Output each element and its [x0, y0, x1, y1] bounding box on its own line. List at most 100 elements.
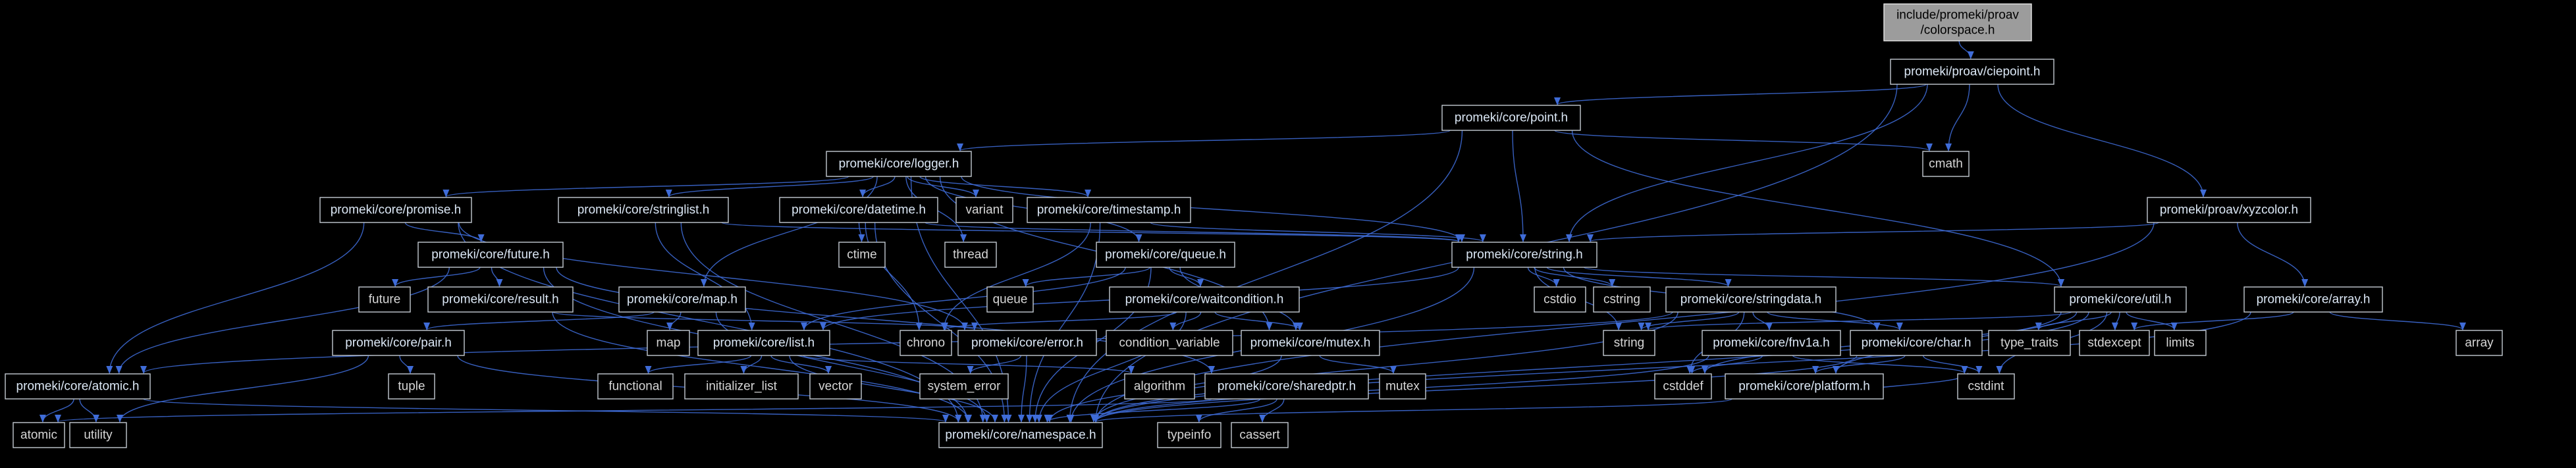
graph-node-box[interactable]: [332, 330, 465, 356]
graph-node-box[interactable]: [1109, 286, 1300, 313]
graph-node-box[interactable]: [957, 330, 1097, 356]
graph-node-box[interactable]: [558, 197, 729, 223]
graph-node-xyzcolor[interactable]: promeki/proav/xyzcolor.h: [2147, 197, 2311, 223]
graph-node-label: map: [657, 336, 681, 350]
graph-node-stringdata[interactable]: promeki/core/stringdata.h: [1665, 286, 1837, 313]
graph-node-waitcondition[interactable]: promeki/core/waitcondition.h: [1109, 286, 1300, 313]
graph-edge-point-to-utilh: [1571, 130, 2064, 287]
graph-node-utilh[interactable]: promeki/core/util.h: [2054, 286, 2187, 313]
graph-node-stringh[interactable]: promeki/core/string.h: [1451, 242, 1597, 268]
graph-node-label: stdexcept: [2087, 336, 2141, 350]
graph-node-promise[interactable]: promeki/core/promise.h: [319, 197, 472, 223]
graph-node-thread: thread: [944, 242, 997, 268]
graph-node-pairh[interactable]: promeki/core/pair.h: [332, 330, 465, 356]
graph-node-stringlist[interactable]: promeki/core/stringlist.h: [558, 197, 729, 223]
graph-node-label: chrono: [907, 336, 945, 350]
graph-edge-sharedptr-to-typeinfo: [1195, 398, 1277, 423]
graph-node-box[interactable]: [826, 151, 972, 177]
graph-node-box: [597, 373, 674, 400]
graph-node-box[interactable]: [2054, 286, 2187, 313]
graph-node-result[interactable]: promeki/core/result.h: [427, 286, 574, 313]
graph-node-box[interactable]: [417, 242, 564, 268]
graph-nodes: include/promeki/proav/colorspace.hpromek…: [5, 3, 2503, 448]
graph-node-box[interactable]: [2243, 286, 2383, 313]
graph-node-box[interactable]: [1850, 330, 1983, 356]
graph-node-label: cstdio: [1543, 293, 1576, 307]
graph-edge-stringh-to-stringdata: [1546, 267, 1732, 287]
graph-node-box: [1231, 422, 1289, 448]
graph-node-charh[interactable]: promeki/core/char.h: [1850, 330, 1983, 356]
graph-edge-sharedptr-to-namespace: [1044, 398, 1261, 423]
graph-node-box[interactable]: [1204, 373, 1369, 400]
graph-node-errorh[interactable]: promeki/core/error.h: [957, 330, 1097, 356]
graph-node-label: ctime: [847, 248, 876, 262]
graph-node-box[interactable]: [1702, 330, 1841, 356]
graph-node-label: cstring: [1603, 293, 1640, 307]
graph-node-box[interactable]: [1890, 59, 2054, 85]
graph-node-maph[interactable]: promeki/core/map.h: [618, 286, 746, 313]
graph-node-box[interactable]: [1725, 373, 1884, 400]
graph-node-logger[interactable]: promeki/core/logger.h: [826, 151, 972, 177]
graph-node-box[interactable]: [697, 330, 830, 356]
graph-edge-atomich-to-atomic: [39, 398, 74, 423]
graph-node-box[interactable]: [427, 286, 574, 313]
graph-node-futureh[interactable]: promeki/core/future.h: [417, 242, 564, 268]
graph-edge-colorspace-to-ciepoint: [1958, 40, 1974, 59]
graph-node-box[interactable]: [1241, 330, 1380, 356]
graph-edge-utilh-to-type_traits: [2035, 311, 2112, 330]
graph-node-label: cstddef: [1663, 380, 1704, 394]
graph-node-platform[interactable]: promeki/core/platform.h: [1725, 373, 1884, 400]
graph-edge-platform-to-namespace: [1092, 398, 1732, 423]
graph-edge-fnv1a-to-cstdint: [1792, 355, 1968, 374]
graph-node-box[interactable]: [1027, 197, 1191, 223]
graph-node-box[interactable]: [5, 373, 151, 400]
graph-node-box[interactable]: [1451, 242, 1597, 268]
graph-node-box[interactable]: [779, 197, 938, 223]
graph-node-box[interactable]: [319, 197, 472, 223]
graph-node-sharedptr[interactable]: promeki/core/sharedptr.h: [1204, 373, 1369, 400]
graph-node-label: array: [2465, 336, 2494, 350]
graph-node-system_error: system_error: [919, 373, 1009, 400]
graph-node-box[interactable]: [938, 422, 1103, 448]
graph-node-atomich[interactable]: promeki/core/atomic.h: [5, 373, 151, 400]
graph-edge-ciepoint-to-xyzcolor: [1997, 84, 2207, 197]
graph-node-datetime[interactable]: promeki/core/datetime.h: [779, 197, 938, 223]
graph-node-box[interactable]: [1096, 242, 1235, 268]
graph-edge-stringlist-to-listh: [655, 222, 755, 330]
graph-edge-stringdata-to-string: [1638, 311, 1740, 330]
graph-node-ciepoint[interactable]: promeki/proav/ciepoint.h: [1890, 59, 2054, 85]
graph-edge-stringh-to-cstring: [1534, 267, 1616, 287]
graph-edge-waitcondition-to-mutexh: [1214, 311, 1303, 330]
graph-node-label: string: [1614, 336, 1644, 350]
graph-node-label: promeki/core/waitcondition.h: [1125, 293, 1284, 307]
graph-node-box[interactable]: [618, 286, 746, 313]
graph-node-condition_variable: condition_variable: [1106, 330, 1233, 356]
graph-edge-futureh-to-result: [491, 267, 503, 287]
graph-node-cmath: cmath: [1922, 151, 1970, 177]
graph-edge-atomich-to-utility: [79, 398, 99, 423]
graph-node-box[interactable]: [1441, 105, 1581, 131]
graph-node-box: [1534, 286, 1586, 313]
graph-edge-ciepoint-to-cmath: [1945, 84, 1970, 151]
graph-edge-stringh-to-cstdio: [1527, 267, 1560, 287]
graph-node-arrayh[interactable]: promeki/core/array.h: [2243, 286, 2383, 313]
graph-node-queueh[interactable]: promeki/core/queue.h: [1096, 242, 1235, 268]
graph-edge-waitcondition-to-chrono: [942, 311, 1177, 330]
graph-node-label: promeki/core/stringlist.h: [577, 203, 710, 217]
graph-node-label: promeki/core/string.h: [1466, 248, 1582, 262]
graph-node-box[interactable]: [1665, 286, 1837, 313]
graph-edge-queueh-to-listh: [801, 267, 1126, 330]
graph-node-mutexh[interactable]: promeki/core/mutex.h: [1241, 330, 1380, 356]
graph-node-listh[interactable]: promeki/core/list.h: [697, 330, 830, 356]
graph-node-box: [955, 197, 1013, 223]
graph-node-timestamp[interactable]: promeki/core/timestamp.h: [1027, 197, 1191, 223]
graph-node-fnv1a[interactable]: promeki/core/fnv1a.h: [1702, 330, 1841, 356]
graph-node-point[interactable]: promeki/core/point.h: [1441, 105, 1581, 131]
graph-node-label: typeinfo: [1167, 429, 1212, 442]
graph-node-box: [1957, 373, 2015, 400]
graph-node-box[interactable]: [2147, 197, 2311, 223]
graph-node-label: utility: [84, 429, 113, 442]
graph-node-string: string: [1603, 330, 1655, 356]
graph-node-namespace[interactable]: promeki/core/namespace.h: [938, 422, 1103, 448]
graph-node-box: [2455, 330, 2503, 356]
